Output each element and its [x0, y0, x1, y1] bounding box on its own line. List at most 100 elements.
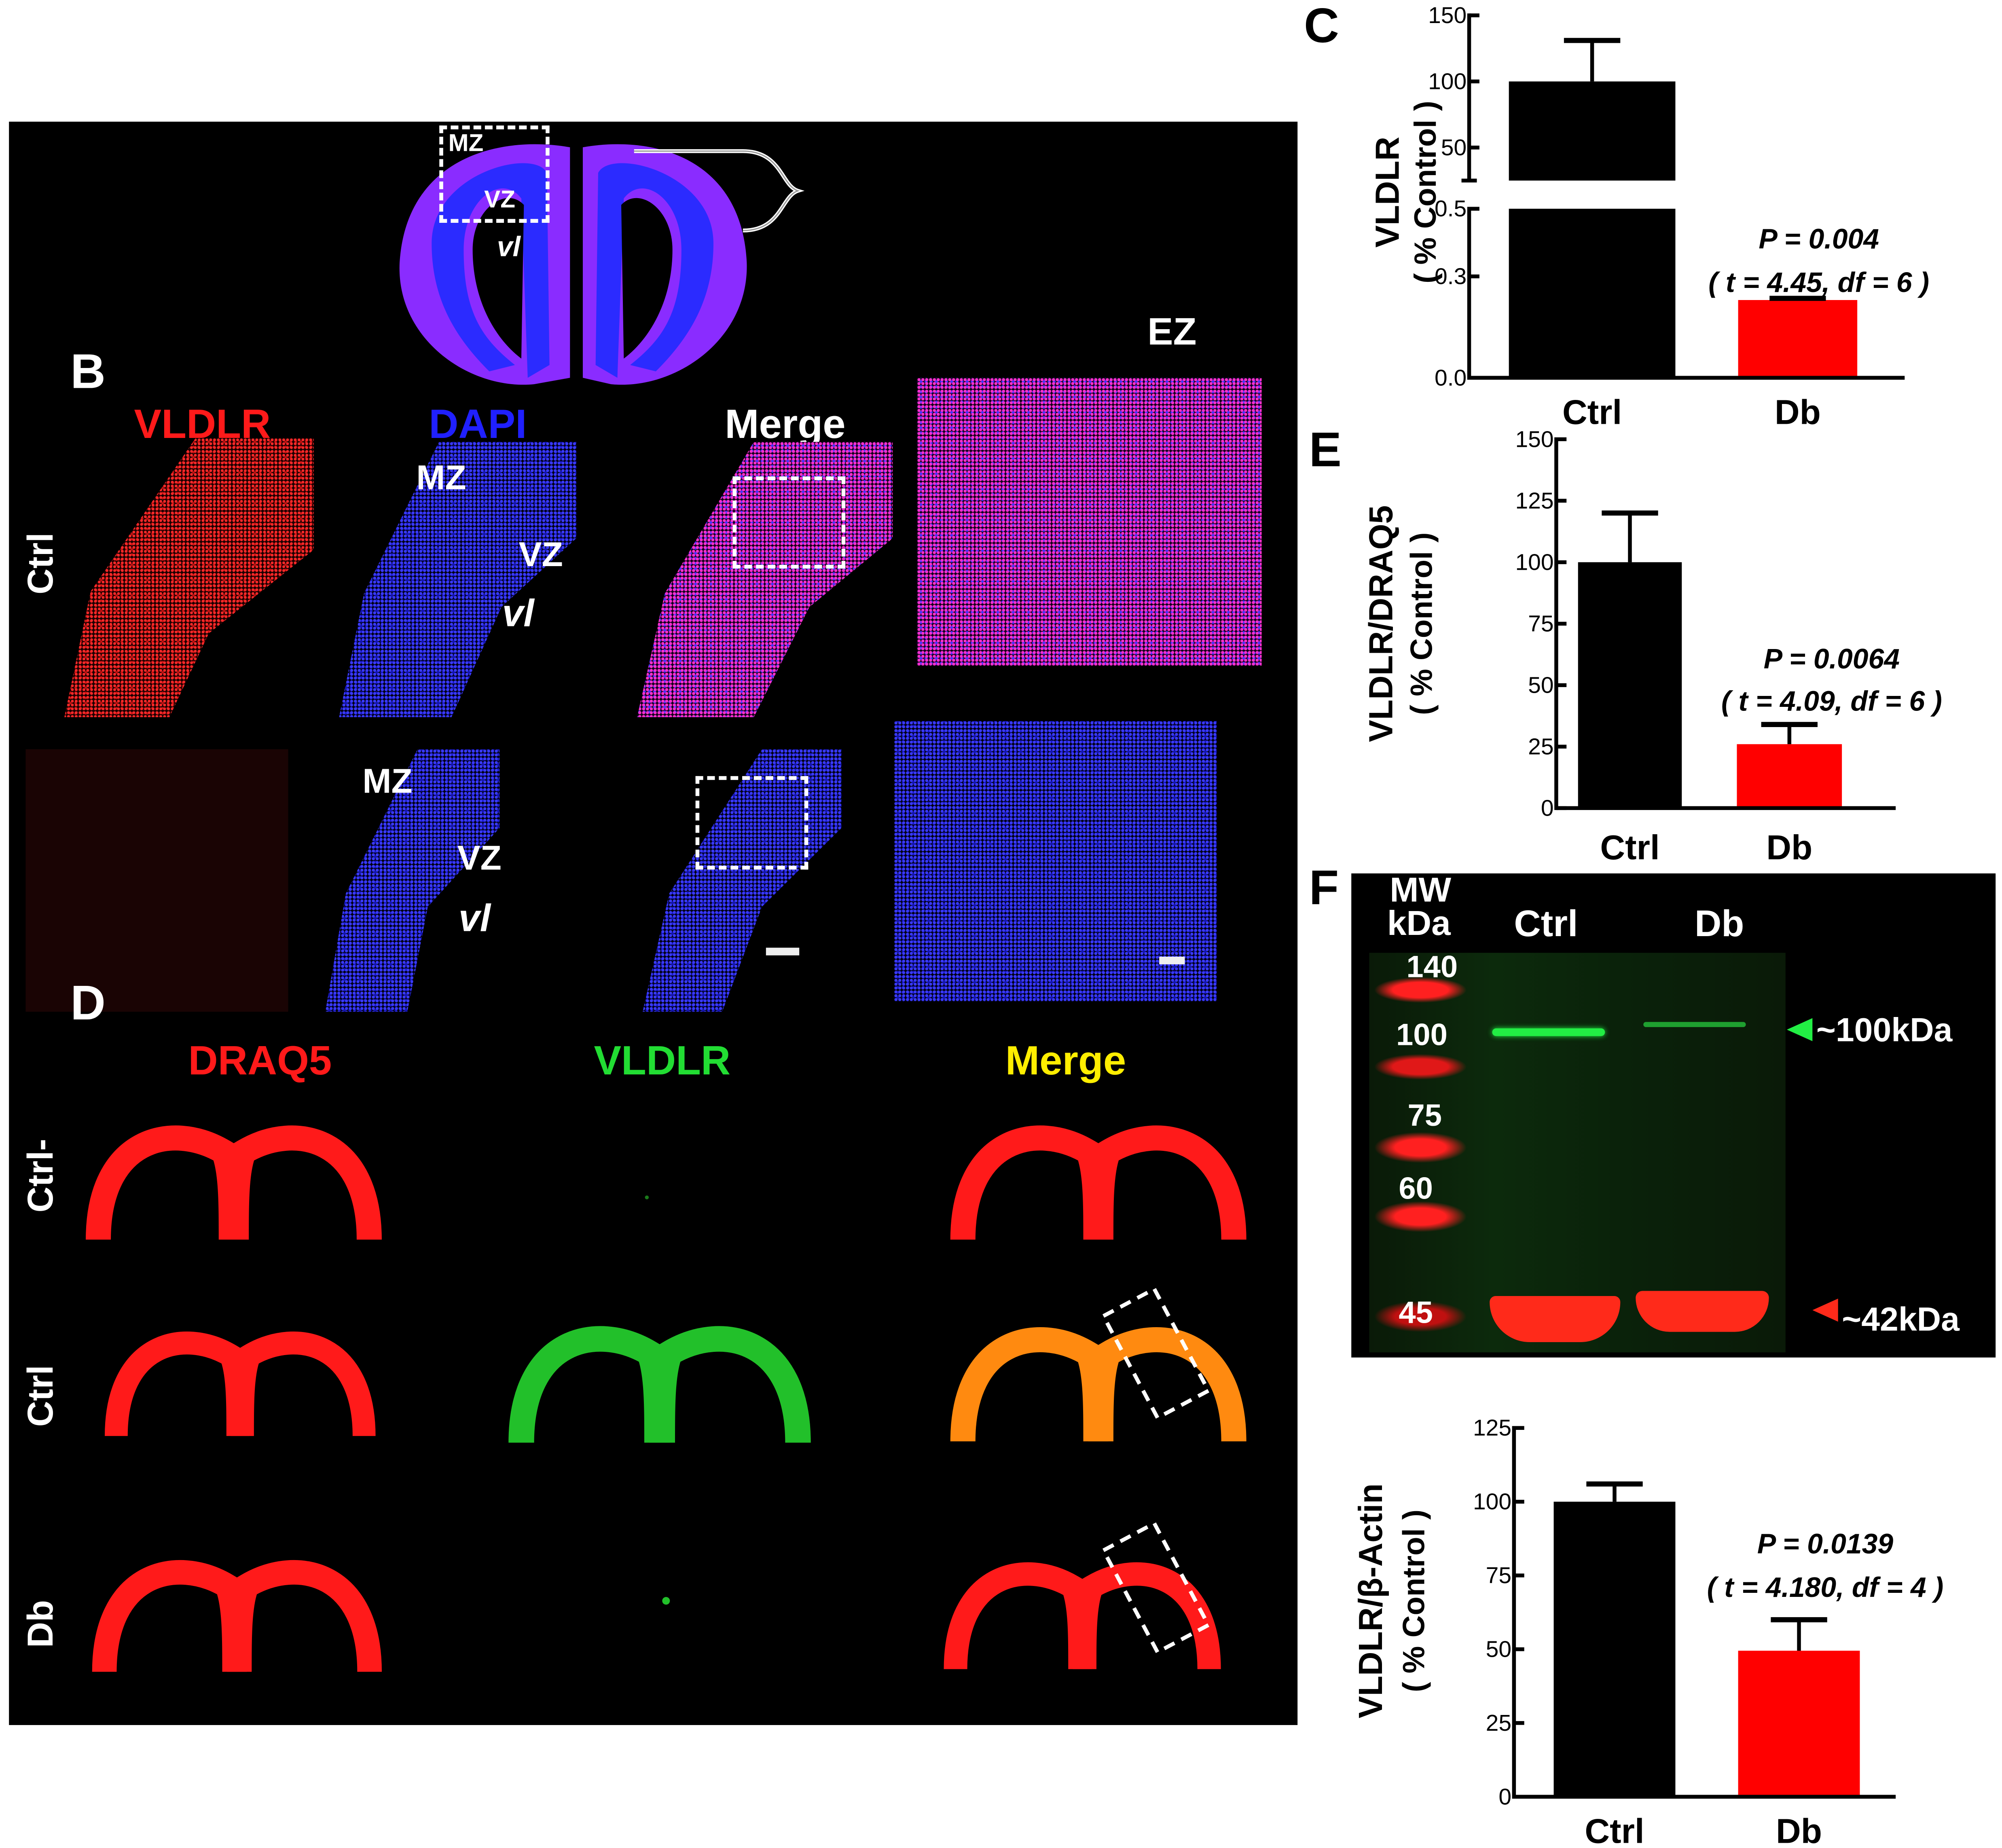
y-tick-label: 150 [1515, 426, 1553, 452]
dorsal-region-box [439, 125, 550, 223]
x-tick-label: Ctrl [1600, 829, 1659, 867]
scale-bar [766, 947, 800, 956]
region-label-line2: telencephalon [864, 191, 1114, 233]
marker-100: 100 [1396, 1018, 1448, 1053]
vz-label: VZ [484, 187, 516, 214]
column-title-vldlr: VLDLR [134, 401, 271, 447]
mz-label: MZ [448, 131, 484, 158]
marker-60: 60 [1399, 1171, 1433, 1207]
x-tick-label: Ctrl [1585, 1812, 1644, 1848]
y-tick-label: 100 [1473, 1489, 1511, 1515]
db-merge-roi-box [1100, 1520, 1211, 1655]
y-tick-label: 50 [1441, 135, 1467, 161]
db-vldlr-band [1643, 1022, 1746, 1027]
bar-db [1737, 744, 1842, 808]
bar-ctrl [1553, 1501, 1676, 1797]
section-db-vldlr [662, 1597, 670, 1605]
x-tick-label: Db [1776, 1812, 1822, 1848]
region-label: Dorsal telencephalon [840, 152, 1138, 233]
x-tick-label: Ctrl [1562, 393, 1622, 431]
column-title-dapi: DAPI [429, 401, 527, 447]
y-tick-label: 50 [1486, 1636, 1511, 1662]
bar-db [1738, 300, 1858, 378]
ctrl-mz-label: MZ [416, 458, 466, 497]
region-label-line1: Dorsal [931, 152, 1047, 194]
arrow-42kda-icon [1812, 1298, 1838, 1322]
ctrl-vz-label: VZ [518, 535, 563, 574]
ctrl-vldlr-band [1492, 1028, 1605, 1036]
y-tick-label: 125 [1515, 488, 1553, 514]
micrograph-db-vldlr [25, 749, 288, 1012]
bar-ctrl [1578, 562, 1682, 808]
y-tick-label: 75 [1486, 1563, 1511, 1588]
panel-label-e: E [1309, 424, 1342, 478]
inset-title-ez: EZ [1147, 311, 1197, 354]
column-title-merge-d: Merge [1005, 1037, 1126, 1084]
arrow-100kda-icon [1786, 1018, 1813, 1041]
right-ventricle [621, 198, 673, 359]
column-title-merge: Merge [725, 401, 846, 447]
db-ez-box [695, 776, 808, 870]
western-blot: MW kDa Ctrl Db 140 100 75 60 45 ~100kDa … [1351, 871, 1996, 1358]
scale-bar-inset [1159, 956, 1185, 964]
micrograph-db-ez-inset [894, 721, 1217, 1002]
panel-label-b: B [70, 346, 106, 400]
column-title-vldlr-d: VLDLR [594, 1037, 731, 1084]
mw-ladder [1374, 963, 1467, 1347]
brain-schematic [393, 121, 752, 401]
y-tick-label: 0 [1541, 795, 1554, 821]
x-tick-label: Db [1775, 393, 1821, 431]
band-label-100kda: ~100kDa [1816, 1010, 1953, 1049]
chart-c-tstat: ( t = 4.45, df = 6 ) [1708, 266, 1930, 298]
panel-label-c: C [1304, 0, 1339, 54]
right-cortex [595, 163, 714, 378]
panel-label-d: D [70, 977, 106, 1031]
row-ctrl-neg [98, 1138, 1234, 1239]
chart-f: Ctrl Db 0 25 50 75 100 125 [1473, 1415, 1896, 1848]
y-tick-label: 0.3 [1435, 263, 1467, 289]
y-tick-label: 150 [1428, 2, 1467, 28]
bar-db [1738, 1651, 1860, 1797]
db-actin-band [1636, 1291, 1769, 1332]
vl-label: vl [497, 230, 521, 263]
y-tick-label: 125 [1473, 1415, 1511, 1441]
left-cortex [432, 163, 550, 378]
left-ventricle [472, 198, 524, 359]
ctrl-merge-roi-box [1100, 1286, 1211, 1421]
y-tick-label: 100 [1515, 549, 1553, 575]
db-vl-label: vl [458, 898, 491, 940]
y-tick-label: 0.0 [1435, 365, 1467, 391]
bar-ctrl [1509, 81, 1676, 181]
marker-140: 140 [1406, 950, 1458, 985]
y-tick-label: 0 [1498, 1784, 1511, 1810]
panel-label-f: F [1309, 862, 1339, 916]
chart-f-tstat: ( t = 4.180, df = 4 ) [1707, 1571, 1944, 1604]
y-tick-label: 50 [1528, 672, 1553, 698]
micrograph-ctrl-ez-inset [917, 378, 1262, 666]
ctrl-vl-label: vl [502, 593, 534, 635]
marker-45: 45 [1399, 1296, 1433, 1331]
ctrl-actin-band [1490, 1296, 1621, 1343]
blot-lane-ctrl: Ctrl [1514, 904, 1578, 945]
band-label-42kda: ~42kDa [1842, 1300, 1960, 1338]
blot-kda-label: kDa [1387, 904, 1451, 943]
db-mz-label: MZ [362, 762, 413, 801]
marker-75: 75 [1407, 1099, 1442, 1133]
y-tick-label: 25 [1486, 1710, 1511, 1736]
db-vz-label: VZ [457, 839, 502, 877]
blot-lane-db: Db [1694, 904, 1744, 945]
column-title-draq5: DRAQ5 [188, 1037, 332, 1084]
x-tick-label: Db [1766, 829, 1812, 867]
section-ctrl-neg-vldlr [645, 1195, 649, 1199]
chart-f-pvalue: P = 0.0139 [1757, 1528, 1894, 1560]
chart-e-tstat: ( t = 4.09, df = 6 ) [1721, 685, 1942, 717]
y-tick-label: 75 [1528, 611, 1553, 636]
ctrl-ez-box [732, 476, 846, 569]
row-db [104, 1572, 1209, 1672]
bar-ctrl [1509, 209, 1676, 378]
blot-mw-label: MW [1390, 871, 1452, 909]
